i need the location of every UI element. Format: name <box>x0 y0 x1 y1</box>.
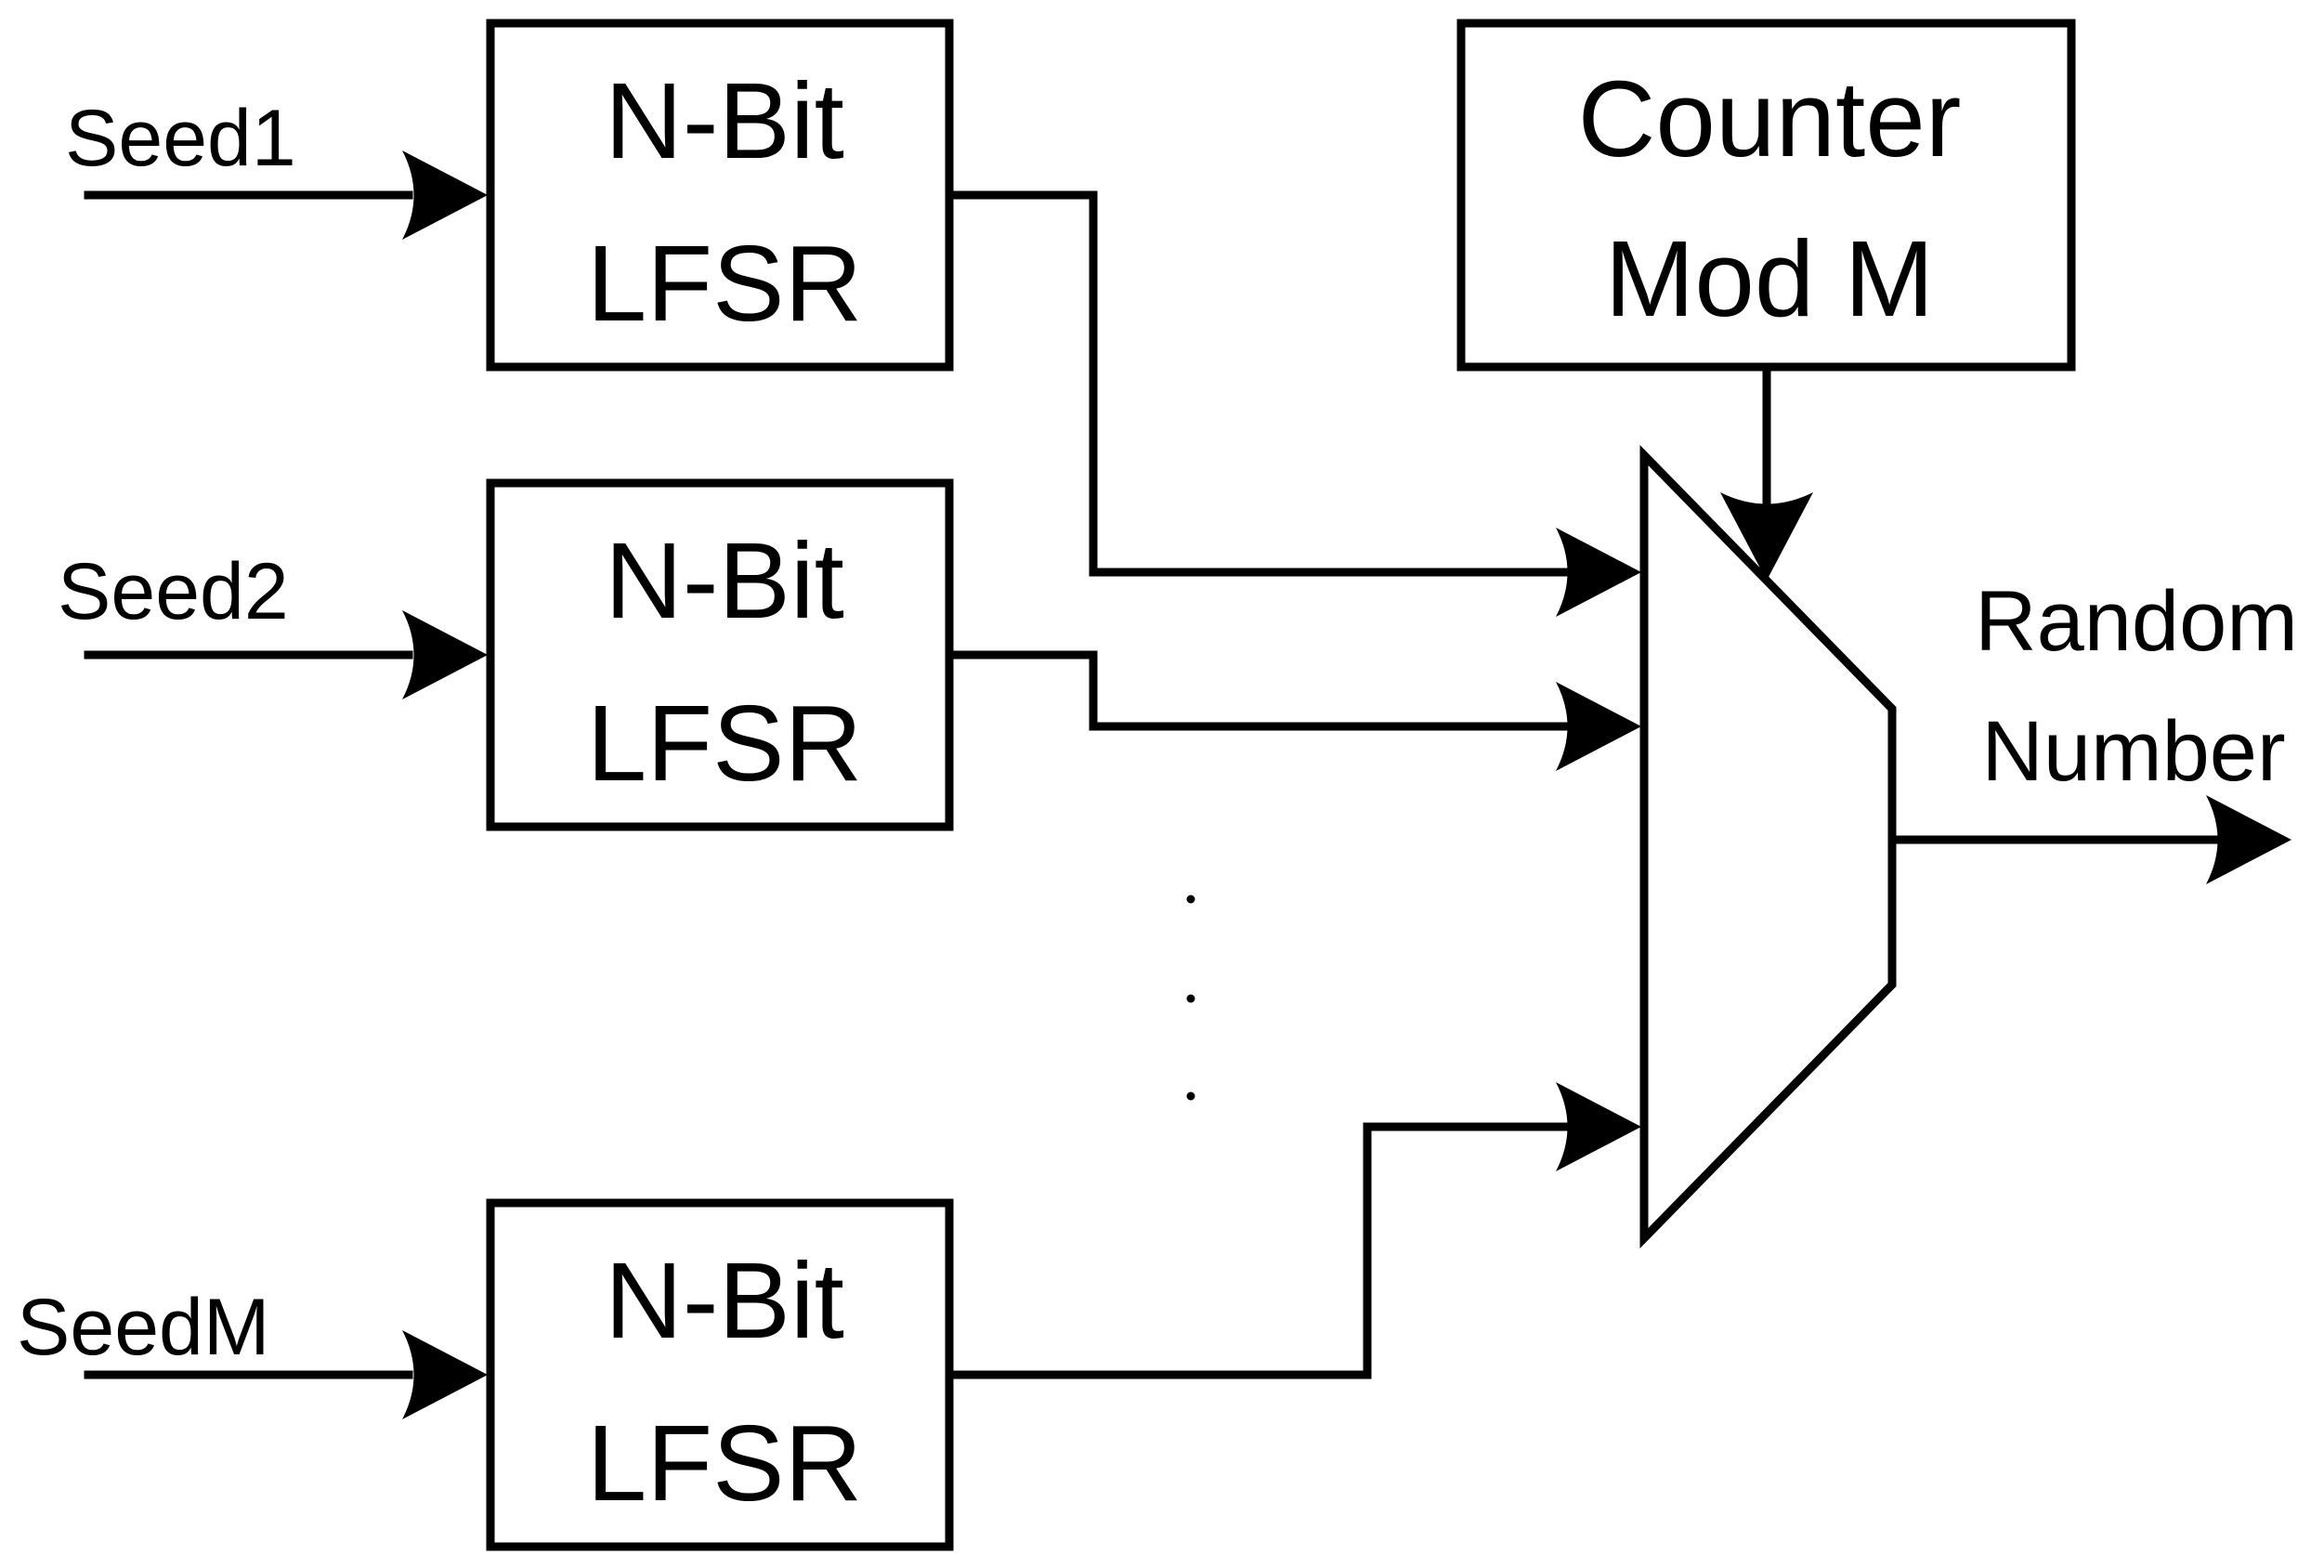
lfsr-label-line1: N-Bit <box>605 60 844 181</box>
counter-box <box>1456 19 2076 372</box>
lfsr-label-line2: LFSR <box>587 223 863 344</box>
mux-input-arrowheads <box>1556 528 1641 1171</box>
seedm-arrow-icon <box>402 1330 488 1419</box>
lfsr-label-line2: LFSR <box>587 1403 863 1523</box>
lfsr-box <box>486 1198 954 1551</box>
seed-arrowheads <box>402 150 488 1419</box>
multiplexer <box>1639 444 1897 1249</box>
ellipsis-dot <box>1186 1091 1195 1101</box>
output-label-line2: Number <box>1981 704 2285 799</box>
lfsr-box <box>486 19 954 372</box>
lfsr-output-wires <box>945 190 1574 1379</box>
seed1-label: Seed1 <box>65 94 296 183</box>
seed2-label: Seed2 <box>58 547 289 636</box>
ellipsis-dot <box>1186 895 1195 904</box>
seedm-label: SeedM <box>17 1283 270 1372</box>
output-label-line1: Random <box>1975 574 2298 669</box>
lfsrm-output-wire <box>945 1122 1574 1379</box>
lfsr-label-line1: N-Bit <box>605 1240 844 1361</box>
lfsr-block-2: N-Bit LFSR <box>486 478 954 831</box>
vertical-ellipsis <box>1186 895 1195 1101</box>
counter-label-line1: Counter <box>1578 59 1962 179</box>
lfsr-box <box>486 478 954 831</box>
output-arrow-icon <box>2206 795 2291 884</box>
lfsr-label-line1: N-Bit <box>605 520 844 641</box>
select-arrow-icon <box>1720 492 1813 581</box>
lfsr-label-line2: LFSR <box>587 683 863 804</box>
mux-input2-arrow-icon <box>1556 682 1641 771</box>
mux-inputm-arrow-icon <box>1556 1082 1641 1171</box>
lfsr2-output-wire <box>945 650 1574 731</box>
lfsr1-output-wire <box>945 190 1574 577</box>
lfsr-block-m: N-Bit LFSR <box>486 1198 954 1551</box>
mux-input1-arrow-icon <box>1556 528 1641 617</box>
seed-wires <box>84 190 413 1379</box>
lfsr-block-1: N-Bit LFSR <box>486 19 954 372</box>
ellipsis-dot <box>1186 994 1195 1003</box>
counter-label-line2: Mod M <box>1605 218 1935 339</box>
counter-block: Counter Mod M <box>1456 19 2076 372</box>
seed2-arrow-icon <box>402 610 488 699</box>
seed1-arrow-icon <box>402 150 488 240</box>
